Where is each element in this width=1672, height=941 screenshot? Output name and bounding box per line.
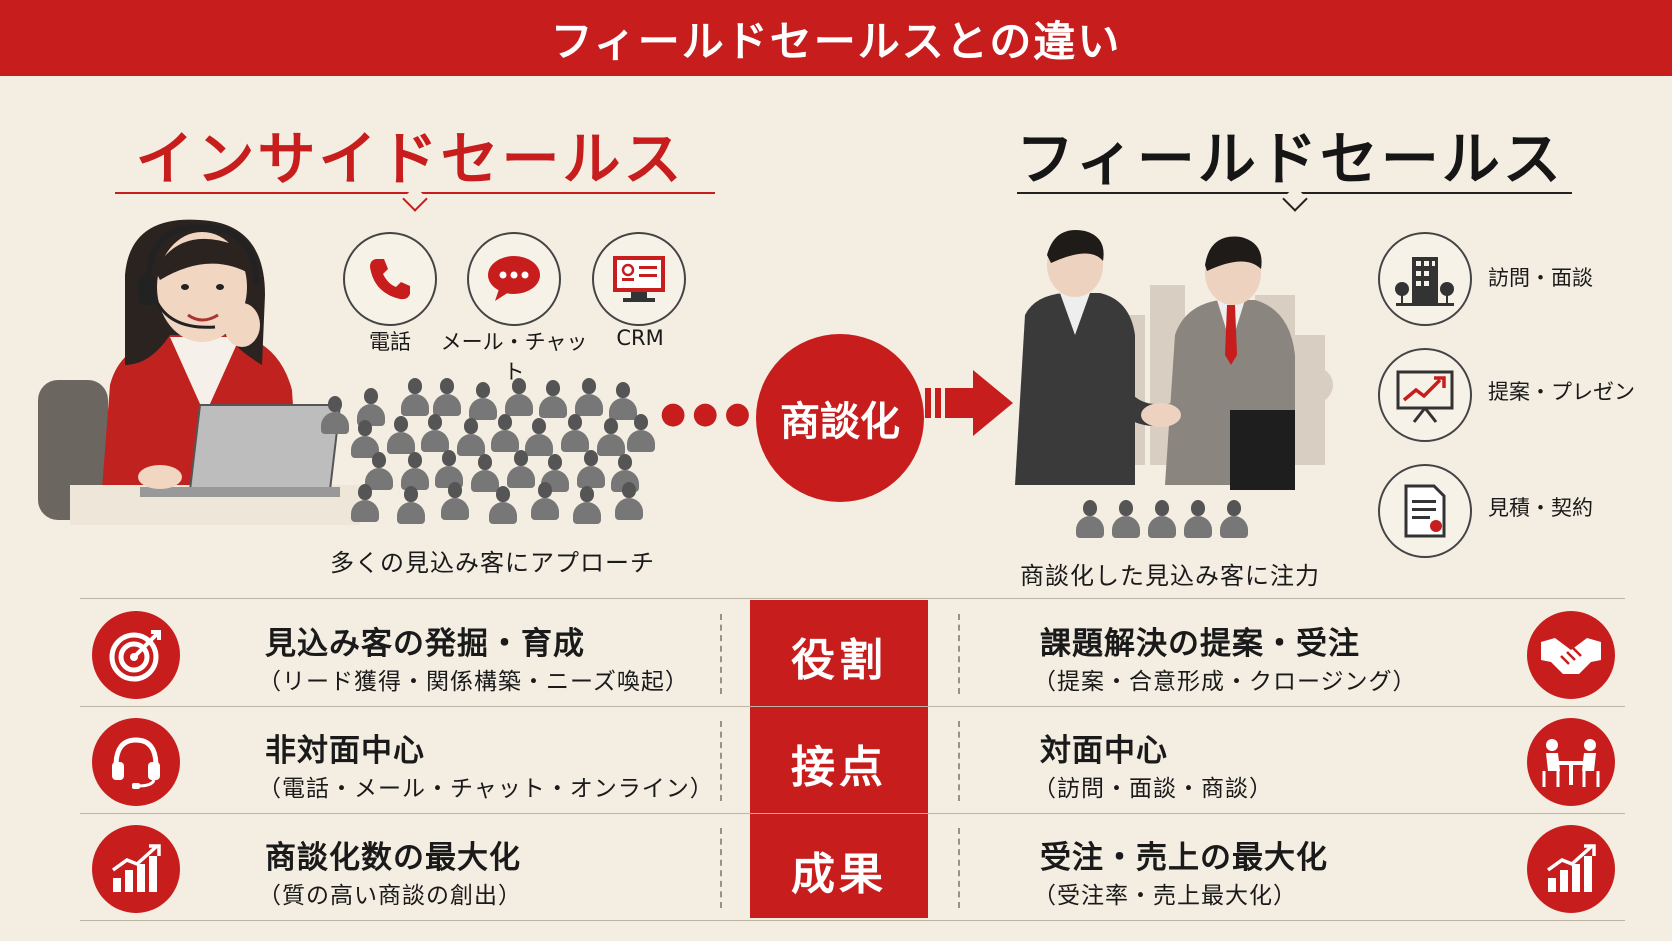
inside-sales-title: インサイドセールス xyxy=(135,125,685,193)
page-title: フィールドセールスとの違い xyxy=(550,16,1122,66)
crm-monitor-icon xyxy=(592,232,686,326)
outcome-left-sub: （質の高い商談の創出） xyxy=(258,883,522,909)
contact-right-title: 対面中心 xyxy=(1040,733,1168,769)
headset-icon xyxy=(92,718,180,806)
role-right-title: 課題解決の提案・受注 xyxy=(1040,626,1360,662)
role-left-sub: （リード獲得・関係構築・ニーズ喚起） xyxy=(258,669,689,695)
meeting-table-icon xyxy=(1527,718,1615,806)
category-column xyxy=(750,600,928,918)
chat-icon xyxy=(467,232,561,326)
focused-prospects xyxy=(1075,500,1275,548)
activity-label-proposal: 提案・プレゼン xyxy=(1488,380,1635,404)
divider-dashed xyxy=(958,721,960,801)
divider-dashed xyxy=(720,721,722,801)
growth-chart-icon xyxy=(1527,825,1615,913)
field-sales-handshake-illustration xyxy=(1015,230,1333,490)
building-icon xyxy=(1378,232,1472,326)
deal-conversion-label: 商談化 xyxy=(780,399,900,445)
role-right-sub: （提案・合意形成・クロージング） xyxy=(1033,669,1417,695)
contact-left-sub: （電話・メール・チャット・オンライン） xyxy=(258,776,714,802)
role-left-title: 見込み客の発掘・育成 xyxy=(265,626,585,662)
outcome-left-title: 商談化数の最大化 xyxy=(265,840,521,876)
target-icon xyxy=(92,611,180,699)
divider-dashed xyxy=(720,614,722,694)
tool-label-crm: CRM xyxy=(616,326,664,350)
handshake-icon xyxy=(1527,611,1615,699)
header-banner: フィールドセールスとの違い xyxy=(0,0,1672,76)
table-row-role: 見込み客の発掘・育成 （リード獲得・関係構築・ニーズ喚起） 課題解決の提案・受注… xyxy=(80,600,1625,707)
contract-document-icon xyxy=(1378,464,1472,558)
tool-label-chat: メール・チャット xyxy=(440,330,588,384)
activity-label-visit: 訪問・面談 xyxy=(1488,266,1593,290)
category-outcome: 成果 xyxy=(791,849,887,900)
outcome-right-sub: （受注率・売上最大化） xyxy=(1033,883,1297,909)
inside-sales-caption: 多くの見込み客にアプローチ xyxy=(330,549,655,577)
field-sales-title: フィールドセールス xyxy=(1016,125,1564,193)
activity-label-contract: 見積・契約 xyxy=(1488,496,1593,520)
growth-chart-icon xyxy=(92,825,180,913)
tool-label-phone: 電話 xyxy=(369,330,411,354)
divider-dashed xyxy=(720,828,722,908)
field-sales-caption: 商談化した見込み客に注力 xyxy=(1020,562,1320,590)
phone-icon xyxy=(343,232,437,326)
category-contact: 接点 xyxy=(791,742,887,793)
outcome-right-title: 受注・売上の最大化 xyxy=(1040,840,1328,876)
presentation-chart-icon xyxy=(1378,348,1472,442)
table-row-outcome: 商談化数の最大化 （質の高い商談の創出） 受注・売上の最大化 （受注率・売上最大… xyxy=(80,814,1625,921)
contact-right-sub: （訪問・面談・商談） xyxy=(1033,776,1273,802)
divider-dashed xyxy=(958,614,960,694)
inside-sales-rep-illustration xyxy=(38,219,360,525)
table-top-divider xyxy=(80,598,1625,599)
inside-sales-title-underline xyxy=(115,192,715,194)
deal-conversion-badge: 商談化 xyxy=(756,334,924,502)
field-sales-title-underline xyxy=(1017,192,1572,194)
prospect-crowd xyxy=(320,378,660,528)
category-role: 役割 xyxy=(791,635,887,686)
right-arrow-icon xyxy=(925,370,1013,436)
table-row-contact: 非対面中心 （電話・メール・チャット・オンライン） 対面中心 （訪問・面談・商談… xyxy=(80,707,1625,814)
divider-dashed xyxy=(958,828,960,908)
contact-left-title: 非対面中心 xyxy=(265,733,425,769)
